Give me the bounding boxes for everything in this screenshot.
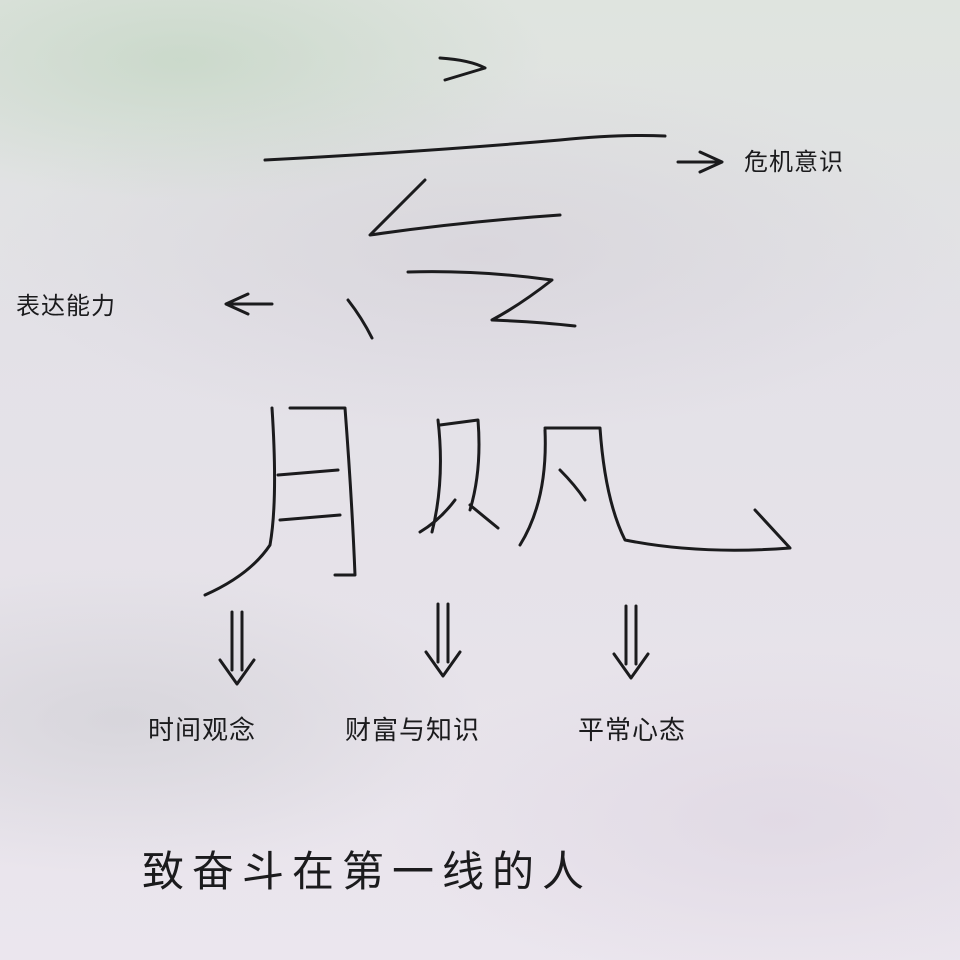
stroke-common-left: [518, 428, 547, 547]
stroke-common-right: [543, 426, 792, 552]
stroke-moon-inner: [276, 468, 342, 522]
caption-text: 致奋斗在第一线的人: [142, 847, 593, 896]
arrow-right: [676, 150, 724, 174]
stroke-moon-right: [288, 406, 357, 577]
annotation-bottom-center: 财富与知识: [345, 716, 481, 746]
double-arrow-3: [612, 604, 650, 680]
stroke-mouth-dot: [346, 298, 374, 340]
double-arrow-2: [424, 602, 462, 678]
stroke-shell-legs: [418, 498, 500, 534]
stroke-top-bar: [263, 134, 667, 162]
stroke-moon-left: [203, 406, 277, 597]
annotation-bottom-right: 平常心态: [578, 716, 687, 746]
arrow-left: [224, 292, 274, 316]
stroke-shell-box: [430, 418, 481, 534]
double-arrow-1: [218, 610, 256, 686]
annotation-top-right: 危机意识: [744, 148, 844, 176]
stroke-top-tick: [438, 56, 487, 82]
annotation-left: 表达能力: [16, 292, 116, 320]
annotation-bottom-left: 时间观念: [148, 716, 257, 746]
stroke-mouth-box: [406, 270, 577, 328]
stroke-common-inner: [558, 468, 587, 502]
stroke-hook-upper: [368, 178, 562, 237]
